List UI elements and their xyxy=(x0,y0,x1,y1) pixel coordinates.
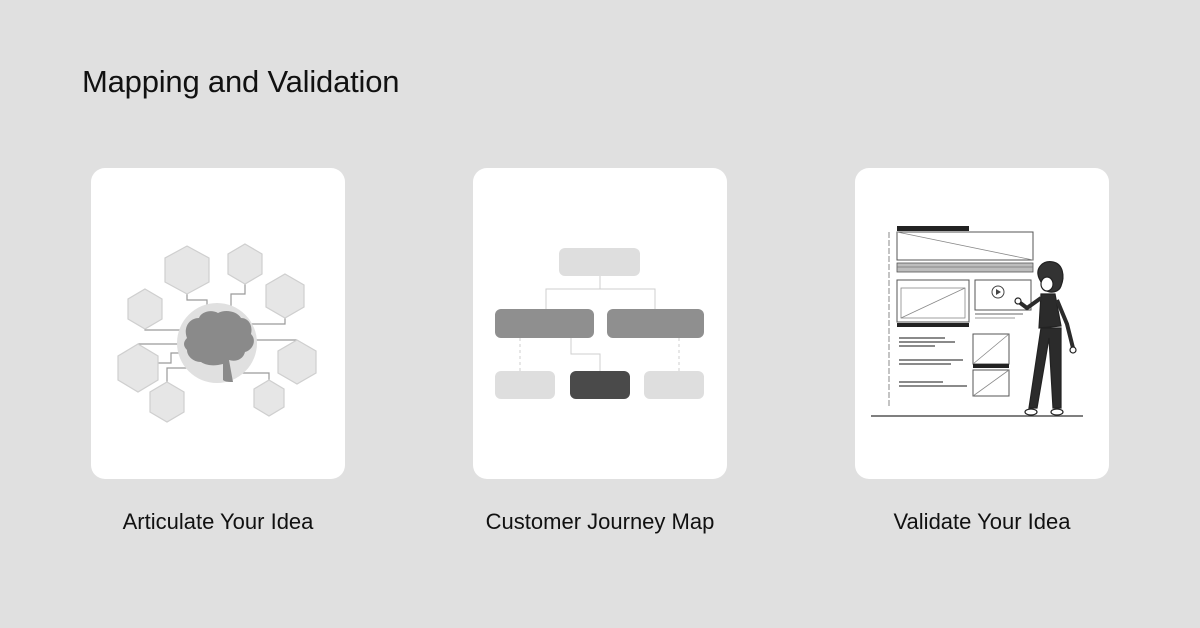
page-title: Mapping and Validation xyxy=(82,64,400,99)
brain-icon xyxy=(184,310,254,382)
woman-wireframe-illustration xyxy=(871,226,1083,417)
card-label-articulate-idea: Articulate Your Idea xyxy=(122,509,314,534)
flow-bottom-center-node xyxy=(570,371,630,399)
customer-journey-card xyxy=(473,168,727,479)
flow-right-node xyxy=(607,309,704,338)
flow-bottom-right-node xyxy=(644,371,704,399)
flow-top-node xyxy=(559,248,640,276)
articulate-idea-card xyxy=(91,168,345,479)
flow-bottom-left-node xyxy=(495,371,555,399)
card-label-customer-journey-map: Customer Journey Map xyxy=(485,509,715,534)
flowchart-illustration xyxy=(495,248,704,399)
woman-figure xyxy=(1014,261,1077,416)
card-label-validate-idea: Validate Your Idea xyxy=(893,509,1071,534)
flow-left-node xyxy=(495,309,594,338)
validate-idea-card xyxy=(855,168,1109,479)
hexagon-nodes xyxy=(117,243,317,423)
brain-network-illustration xyxy=(117,243,317,423)
